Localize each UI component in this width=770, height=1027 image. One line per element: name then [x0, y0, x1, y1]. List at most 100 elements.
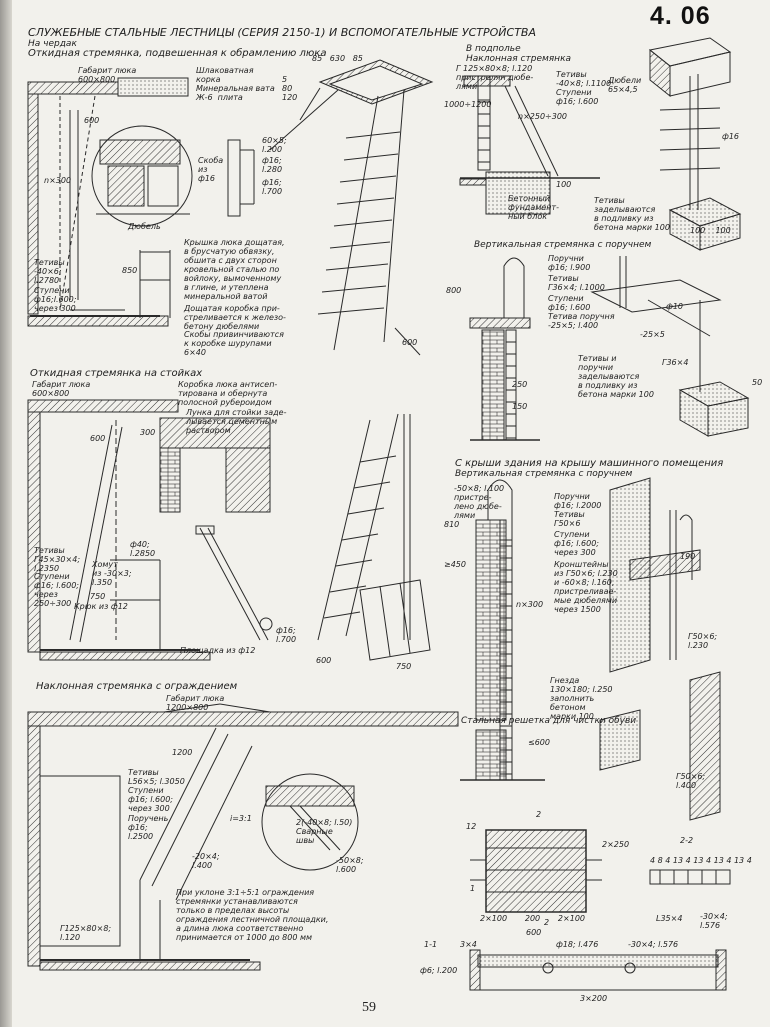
vertical-ladder	[469, 256, 750, 441]
label-dim-600-post: 600	[90, 434, 106, 443]
label-slope-note: При уклоне 3:1÷5:1 ограждения стремянки …	[176, 888, 329, 942]
label-phi16: ф16	[722, 132, 740, 141]
label-slag-wool: Шлаковатная корка Минеральная вата Ж-6 п…	[196, 66, 275, 102]
label-dowels-65: Дюбели 65×4,5	[608, 76, 642, 94]
label-dim-850: 850	[122, 266, 138, 275]
label-dim-750b: 750	[396, 662, 412, 671]
label-niche: Гнезда 130×180; l.250 заполнить бетоном …	[550, 676, 613, 721]
label-section-22: 2-2	[680, 836, 694, 845]
label-hatch-1200: Габарит люка 1200×800	[166, 694, 225, 712]
attic-ladder-isometric	[269, 59, 434, 356]
label-railing-16-900: Поручни ф16; l.900	[548, 254, 591, 272]
label-grate-dims-top: 2	[536, 810, 542, 819]
label-slope-ratio: i=3:1	[230, 814, 252, 823]
label-box-note: Дощатая коробка при- стреливается к желе…	[184, 304, 286, 331]
label-staples-note: Скобы привинчиваются к коробке шурупами …	[184, 330, 284, 357]
fenced-heading: Наклонная стремянка с ограждением	[36, 681, 238, 692]
label-posts-rungs: Ступени ф16; l.600; через 250÷300	[34, 572, 79, 608]
label-dim-50: 50	[752, 378, 763, 387]
label-grate-600: 600	[526, 928, 542, 937]
label-rungs-600: Ступени ф16; l.600	[548, 294, 591, 312]
label-dim-300: 300	[140, 428, 156, 437]
page-number: 59	[362, 1000, 376, 1015]
label-dims-top: 85 630 85	[312, 54, 363, 63]
ladder-on-posts	[27, 399, 431, 661]
label-weld-note: 2(-40×8; l.50) Сварные швы	[296, 818, 353, 845]
label-bracket-dims: 60×5; l.200	[262, 136, 287, 154]
label-dim-250: 250	[512, 380, 528, 389]
basement-ladder	[459, 37, 742, 251]
label-dim-600c: ≤600	[528, 738, 550, 747]
attic-heading-1: На чердак	[28, 39, 77, 49]
label-grate-3x200: 3×200	[580, 994, 608, 1003]
label-dim-800: 800	[446, 286, 462, 295]
label-phi10: ф10	[666, 302, 684, 311]
roof-heading-2: Вертикальная стремянка с поручнем	[455, 469, 633, 479]
label-dim-450: ≥450	[444, 560, 466, 569]
page-binding-shadow	[0, 0, 12, 1027]
label-dim-600b: 600	[402, 338, 418, 347]
label-hatch-cover-note: Крышка люка дощатая, в брусчатую обвязку…	[184, 238, 285, 301]
label-section-dims: 4 8 4 13 4 13 4 13 4 13 4	[650, 856, 752, 865]
label-grate-12: 12	[466, 822, 477, 831]
label-antiseptic-note: Коробка люка антисеп- тирована и обернут…	[178, 380, 278, 407]
label-section-11: 1-1	[424, 940, 438, 949]
label-dim-125x80: Г125×80×8; l.120	[60, 924, 112, 942]
roof-ladder	[460, 477, 721, 821]
label-roof-rungs: Ступени ф16; l.600; через 300	[554, 530, 599, 557]
label-fenced-rail: Поручень ф16; l.2500	[128, 814, 169, 841]
label-dim-3x4: 3×4	[460, 940, 477, 949]
label-slag-dims: 5 80 120	[282, 75, 298, 102]
label-phi16-700b: ф16; l.700	[276, 626, 297, 644]
main-title: СЛУЖЕБНЫЕ СТАЛЬНЫЕ ЛЕСТНИЦЫ (СЕРИЯ 2150-…	[28, 26, 537, 39]
basement-heading-1: В подполье	[466, 44, 521, 54]
label-concrete-block: Бетонный фундамент- ный блок	[508, 194, 559, 221]
shoe-grate	[469, 829, 731, 991]
label-platform: Площадка из ф12	[180, 646, 256, 655]
label-dim-50x8: -50×8; l.600	[336, 856, 364, 874]
label-roof-anchor: -50×8; l.100 пристре- лено дюбе- лями	[454, 484, 505, 520]
label-dim-20x4: -20×4; l.400	[192, 852, 220, 870]
label-embed-note: Тетивы и поручни заделываются в подливку…	[578, 354, 654, 399]
vertical-heading: Вертикальная стремянка с поручнем	[474, 240, 652, 250]
label-dim-810: 810	[444, 520, 460, 529]
label-dims-1000-1200: 1000÷1200	[444, 100, 492, 109]
label-dim-2: 2	[544, 918, 550, 927]
label-roof-rails: Поручни ф16; l.2000	[554, 492, 602, 510]
label-hatch-600x800: Габарит люка 600×800	[32, 380, 91, 398]
label-dim-1200: 1200	[172, 748, 193, 757]
label-dowel: Дюбель	[128, 222, 161, 231]
label-rail-25x5: Тетива поручня -25×5; l.400	[548, 312, 615, 330]
label-brackets: Кронштейны из Г50×6; l.230 и -60×8; l.16…	[554, 560, 618, 614]
label-bar-30b: -30×4; l.576	[628, 940, 679, 949]
label-dim-190: 190	[680, 552, 696, 561]
label-roof-stringers: Тетивы Г50×6	[554, 510, 585, 528]
label-basement-stringers: Тетивы -40×8; l.1100 Ступени ф16; l.600	[556, 70, 612, 106]
label-dim-11: 1	[470, 884, 476, 893]
attic-ladder-section	[27, 77, 255, 327]
label-grate-bottom: 2×100 200 2×100	[480, 914, 585, 923]
label-hatch-800: Габарит люка 600×800	[78, 66, 137, 84]
label-g36x4: Г36×4	[662, 358, 689, 367]
attic-heading-2: Откидная стремянка, подвешенная к обрамл…	[28, 48, 327, 59]
label-skoba: Скоба из ф16	[198, 156, 224, 183]
label-stringers-40: Тетивы -40×6; l.2780	[34, 258, 65, 285]
label-n300: n×300	[44, 176, 72, 185]
basement-heading-2: Наклонная стремянка	[466, 54, 572, 64]
label-dim-150: 150	[512, 402, 528, 411]
label-g50x6-400: Г50×6; l.400	[676, 772, 706, 790]
label-socket-note: Лунка для стойки заде- лывается цементны…	[186, 408, 287, 435]
label-dim-750: 750	[90, 592, 106, 601]
label-fenced-stringers: Тетивы L56×5; l.3050	[128, 768, 185, 786]
label-dim-600: 600	[84, 116, 100, 125]
label-stringers-embed: Тетивы заделываются в подливку из бетона…	[594, 196, 670, 232]
label-dims-600-750: 600	[316, 656, 332, 665]
fenced-ladder	[27, 703, 459, 971]
label-phi16-700: ф16; l.700	[262, 178, 283, 196]
roof-heading-1: С крыши здания на крышу машинного помеще…	[455, 458, 724, 469]
posts-heading: Откидная стремянка на стойках	[30, 368, 203, 379]
label-phi18: ф18; l.476	[556, 940, 599, 949]
label-g50x6-230: Г50×6; l.230	[688, 632, 718, 650]
label-stringers-36: Тетивы Г36×4; l.1000	[548, 274, 605, 292]
